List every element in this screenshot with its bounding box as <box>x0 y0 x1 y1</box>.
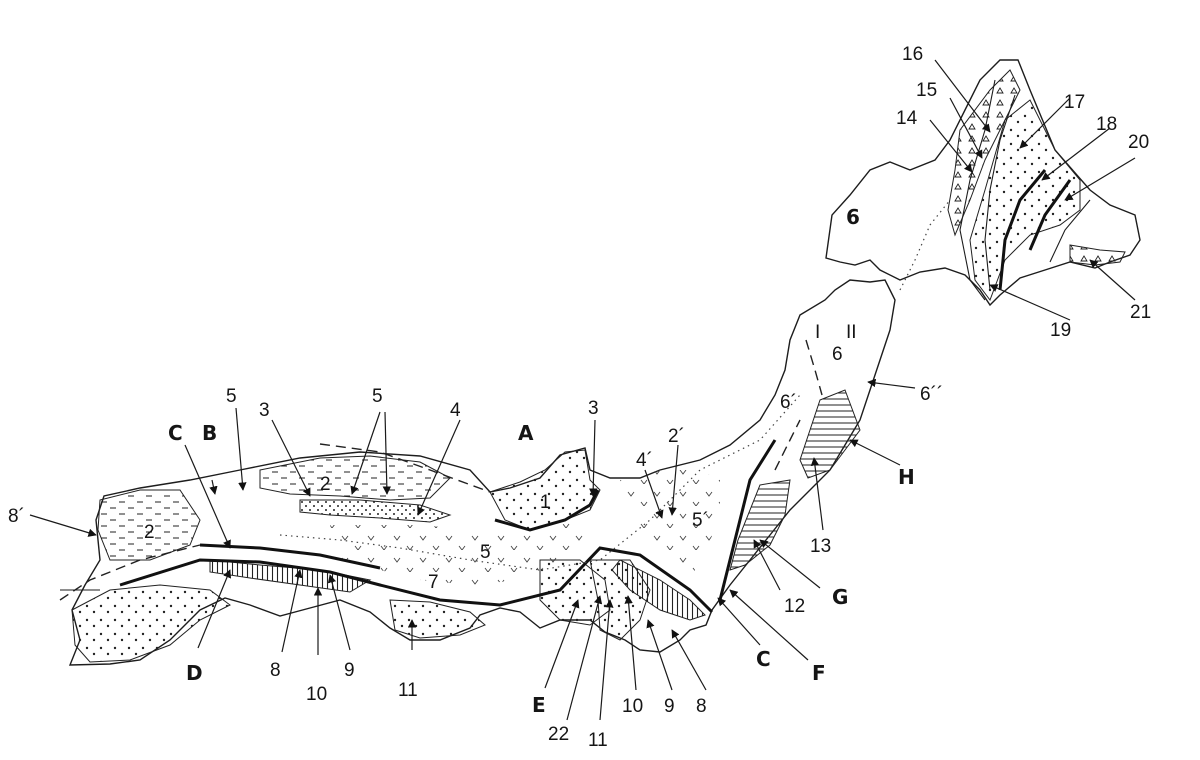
geologic-zones <box>71 69 1126 663</box>
label-2-west: 2 <box>144 522 155 543</box>
label-22: 22 <box>548 724 569 745</box>
label-21: 21 <box>1130 302 1151 323</box>
label-A: A <box>518 421 534 445</box>
label-B: B <box>202 421 217 445</box>
label-12: 12 <box>784 596 805 617</box>
label-C-west: C <box>168 421 183 445</box>
label-6-hokkaido: 6 <box>846 205 860 229</box>
label-20: 20 <box>1128 132 1149 153</box>
label-7: 7 <box>428 572 439 593</box>
zone-hokkaido-east <box>1069 244 1126 266</box>
zone-G <box>729 479 791 571</box>
label-8-east: 8 <box>696 696 707 717</box>
label-I: I <box>815 322 820 343</box>
label-18: 18 <box>1096 114 1117 135</box>
label-19: 19 <box>1050 320 1071 341</box>
label-9-west: 9 <box>344 660 355 681</box>
zone-2-west <box>97 489 201 561</box>
label-3-b: 3 <box>588 398 599 419</box>
map-labels: 8´ 2 C B 5 3 2 5 4 A 1 5 3 4´ 2´ 5´ 7 D … <box>8 44 1151 751</box>
structural-lines <box>59 79 1091 614</box>
zone-5 <box>330 520 600 585</box>
label-5-a: 5 <box>226 386 237 407</box>
label-17: 17 <box>1064 92 1085 113</box>
label-6-double-prime: 6´´ <box>920 384 943 405</box>
label-4-prime: 4´ <box>636 450 653 471</box>
label-10-east: 10 <box>622 696 643 717</box>
label-F: F <box>812 661 826 685</box>
zone-H <box>799 389 861 479</box>
label-H: H <box>898 465 915 489</box>
leader-arrows <box>29 59 1136 721</box>
label-15: 15 <box>916 80 937 101</box>
label-D: D <box>186 661 203 685</box>
zone-11-shikoku <box>389 599 486 639</box>
label-2-prime: 2´ <box>668 426 685 447</box>
label-13: 13 <box>810 536 831 557</box>
label-10-west: 10 <box>306 684 327 705</box>
label-5-b: 5 <box>372 386 383 407</box>
label-8-prime: 8´ <box>8 506 25 527</box>
label-11-west: 11 <box>398 680 418 701</box>
label-5-prime: 5´ <box>692 510 709 531</box>
label-6-NE: 6 <box>832 344 843 365</box>
label-6-prime: 6´ <box>780 392 797 413</box>
label-3-a: 3 <box>259 400 270 421</box>
label-1: 1 <box>540 492 551 513</box>
label-8-west: 8 <box>270 660 281 681</box>
label-5-central: 5 <box>480 542 491 563</box>
zone-22 <box>589 559 651 641</box>
label-14: 14 <box>896 108 918 129</box>
zone-hokkaido-tris <box>947 69 1021 237</box>
label-II: II <box>846 322 857 343</box>
label-G: G <box>832 585 848 609</box>
label-16: 16 <box>902 44 923 65</box>
label-9-east: 9 <box>664 696 675 717</box>
label-2-north: 2 <box>320 474 331 495</box>
zone-4 <box>299 499 452 523</box>
label-E: E <box>532 693 546 717</box>
label-4: 4 <box>450 400 461 421</box>
zone-5p-fill <box>620 470 720 580</box>
zone-11-kyushu <box>71 584 231 663</box>
label-C-east: C <box>756 647 771 671</box>
label-11-east: 11 <box>588 730 608 751</box>
